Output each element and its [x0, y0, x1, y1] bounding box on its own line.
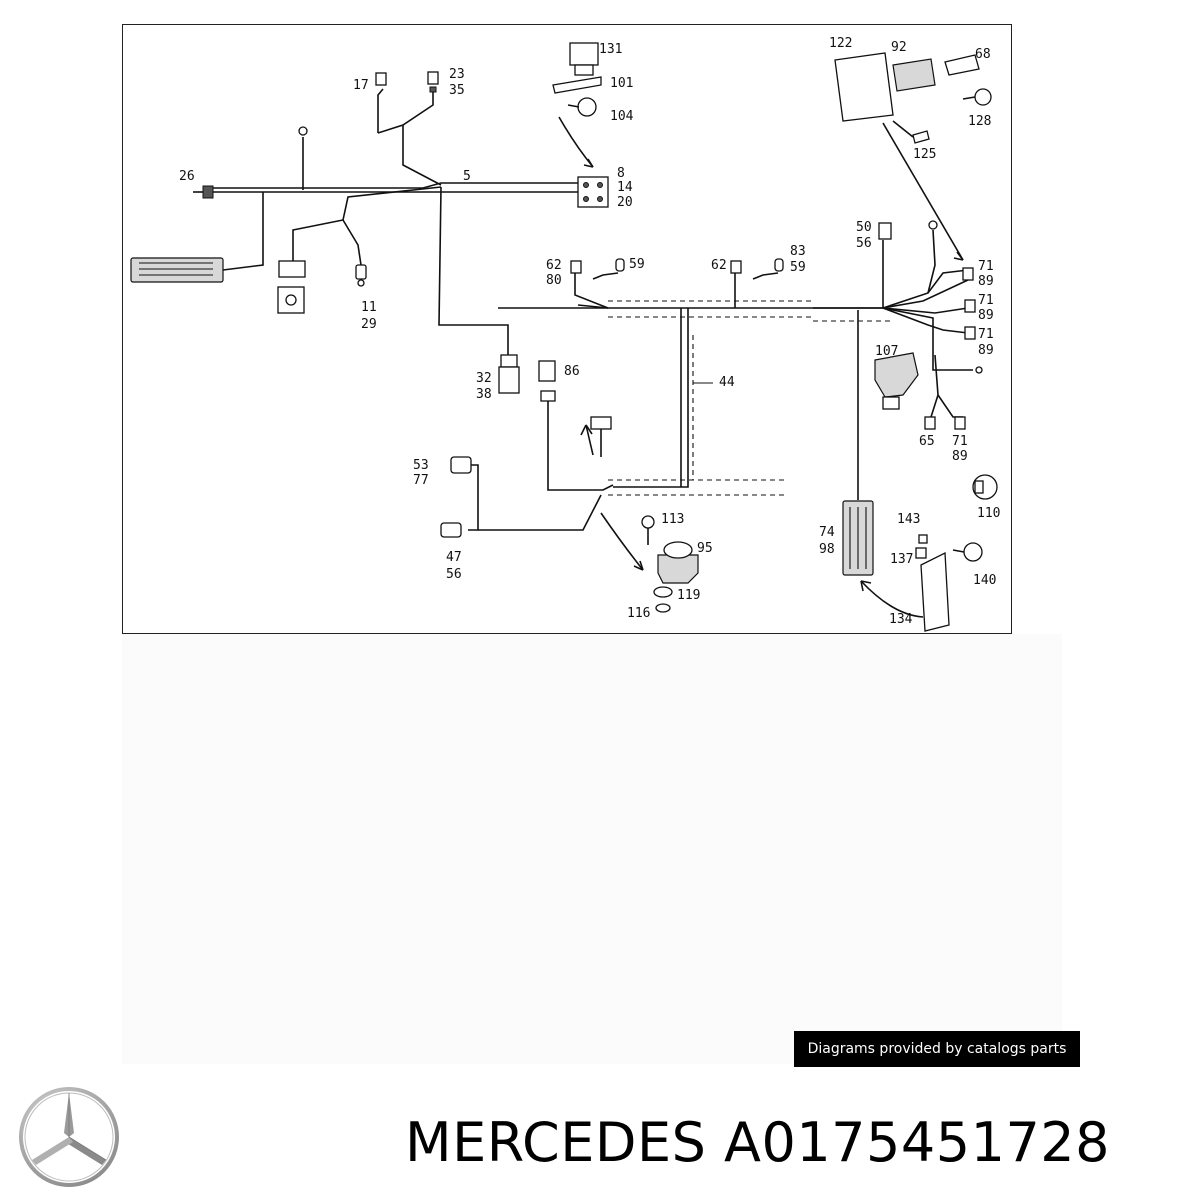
wiring-diagram: 131 101 104 17 23 35 26 5 8 14 20 11 29 … [122, 24, 1012, 634]
diagram-credit-banner: Diagrams provided by catalogs parts [794, 1031, 1080, 1067]
callout-14: 14 [617, 180, 633, 195]
callout-59-right: 59 [790, 260, 806, 275]
wiring-diagram-drawing: 131 101 104 17 23 35 26 5 8 14 20 11 29 … [130, 36, 1000, 632]
callout-71-c: 71 [978, 327, 994, 342]
callout-44: 44 [719, 375, 735, 390]
callout-56-lower: 56 [446, 567, 462, 582]
callout-23: 23 [449, 67, 465, 82]
callout-56-upper: 56 [856, 236, 872, 251]
callout-98: 98 [819, 542, 835, 557]
callout-122: 122 [829, 36, 852, 51]
callout-125: 125 [913, 147, 936, 162]
callout-104: 104 [610, 109, 634, 124]
callout-101: 101 [610, 76, 633, 91]
callout-17: 17 [353, 78, 369, 93]
callout-83: 83 [790, 244, 806, 259]
callout-68: 68 [975, 47, 991, 62]
callout-116: 116 [627, 606, 650, 621]
callout-62-left: 62 [546, 258, 562, 273]
part-number: A0175451728 [724, 1111, 1111, 1174]
callout-50: 50 [856, 220, 872, 235]
callout-137: 137 [890, 552, 913, 567]
callout-labels: 131 101 104 17 23 35 26 5 8 14 20 11 29 … [179, 36, 1000, 627]
callout-35: 35 [449, 83, 465, 98]
callout-86: 86 [564, 364, 580, 379]
callout-143: 143 [897, 512, 920, 527]
callout-11: 11 [361, 300, 377, 315]
callout-71-d: 71 [952, 434, 968, 449]
brand-part-title: MERCEDES A0175451728 [405, 1108, 1195, 1178]
callout-26: 26 [179, 169, 195, 184]
callout-92: 92 [891, 40, 907, 55]
callout-20: 20 [617, 195, 633, 210]
callout-89-d: 89 [952, 449, 968, 464]
callout-47: 47 [446, 550, 462, 565]
callout-89-a: 89 [978, 274, 994, 289]
main-harness-middle [440, 258, 893, 613]
callout-77: 77 [413, 473, 429, 488]
callout-95: 95 [697, 541, 713, 556]
callout-107: 107 [875, 344, 898, 359]
page-background [122, 634, 1062, 1064]
callout-32: 32 [476, 371, 492, 386]
callout-128: 128 [968, 114, 991, 129]
callout-71-b: 71 [978, 293, 994, 308]
callout-89-b: 89 [978, 308, 994, 323]
callout-71-a: 71 [978, 259, 994, 274]
callout-53: 53 [413, 458, 429, 473]
callout-74: 74 [819, 525, 835, 540]
callout-119: 119 [677, 588, 700, 603]
callout-59-left: 59 [629, 257, 645, 272]
callout-134: 134 [889, 612, 913, 627]
callout-131: 131 [599, 42, 622, 57]
callout-113: 113 [661, 512, 684, 527]
callout-65: 65 [919, 434, 935, 449]
callout-110: 110 [977, 506, 1000, 521]
callout-5: 5 [463, 169, 471, 184]
callout-8: 8 [617, 166, 625, 181]
callout-140: 140 [973, 573, 996, 588]
callout-29: 29 [361, 317, 377, 332]
callout-62-right: 62 [711, 258, 727, 273]
main-harness-right [813, 52, 998, 632]
main-harness-upper [130, 42, 614, 491]
mercedes-star-icon [19, 1087, 119, 1187]
brand-name: MERCEDES [405, 1111, 707, 1174]
callout-38: 38 [476, 387, 492, 402]
callout-80: 80 [546, 273, 562, 288]
callout-89-c: 89 [978, 343, 994, 358]
